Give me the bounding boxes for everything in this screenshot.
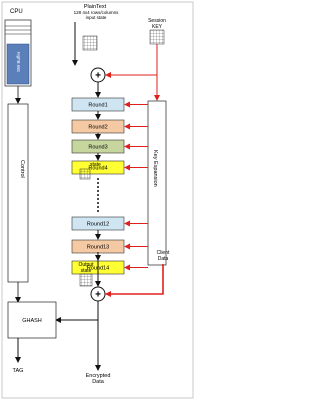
sw-buffer <box>6 43 30 85</box>
state-label: state <box>90 162 101 168</box>
client-data-label2: Data <box>158 256 169 262</box>
xor-bottom-symbol: + <box>95 290 101 301</box>
tag-label: TAG <box>13 368 24 374</box>
rounds-group: Round1Round2Round3Round4Round12Round13Ro… <box>71 97 148 275</box>
diagram-svg: CPU SW Buffer Control PlainText 128 4x4 … <box>1 1 194 399</box>
round-label: Round3 <box>88 145 107 151</box>
output-state-grid-icon <box>79 273 93 287</box>
client-data-arrow <box>105 264 164 297</box>
round-label: Round4 <box>88 166 107 172</box>
session-key-label2: KEY <box>152 24 163 30</box>
key-expansion-label: Key Expansion <box>152 150 158 187</box>
outer-frame <box>1 1 194 399</box>
session-key-grid-icon <box>149 29 165 45</box>
xor-top-symbol: + <box>95 71 101 82</box>
plaintext-label: PlainText <box>84 4 107 10</box>
encrypted-data-label1: Encrypted <box>86 373 111 379</box>
output-state-label1: Output <box>78 262 94 268</box>
key-expansion-panel <box>147 100 167 266</box>
sw-buffer-label: SW Buffer <box>16 51 21 72</box>
round-label: Round2 <box>88 125 107 131</box>
ghash-label: GHASH <box>22 318 42 324</box>
client-data-label1: Client <box>157 250 170 256</box>
control-label: Control <box>19 160 25 178</box>
ghash-box <box>7 301 57 339</box>
aes-gcm-diagram: CPU SW Buffer Control PlainText 128 4x4 … <box>0 0 195 400</box>
state-grid-icon <box>79 168 91 180</box>
encrypted-data-label2: Data <box>92 379 105 385</box>
session-key-label1: Session <box>148 18 166 24</box>
output-state-label2: state <box>81 268 92 274</box>
plaintext-grid-icon <box>82 35 98 51</box>
control-panel <box>7 103 29 283</box>
plaintext-sub2: input state <box>86 15 107 20</box>
cpu-label: CPU <box>10 9 23 15</box>
round-label: Round1 <box>88 103 107 109</box>
plaintext-sub1: 128 4x4 rows/columns <box>74 10 120 15</box>
round-label: Round12 <box>87 222 109 228</box>
round-label: Round13 <box>87 245 109 251</box>
